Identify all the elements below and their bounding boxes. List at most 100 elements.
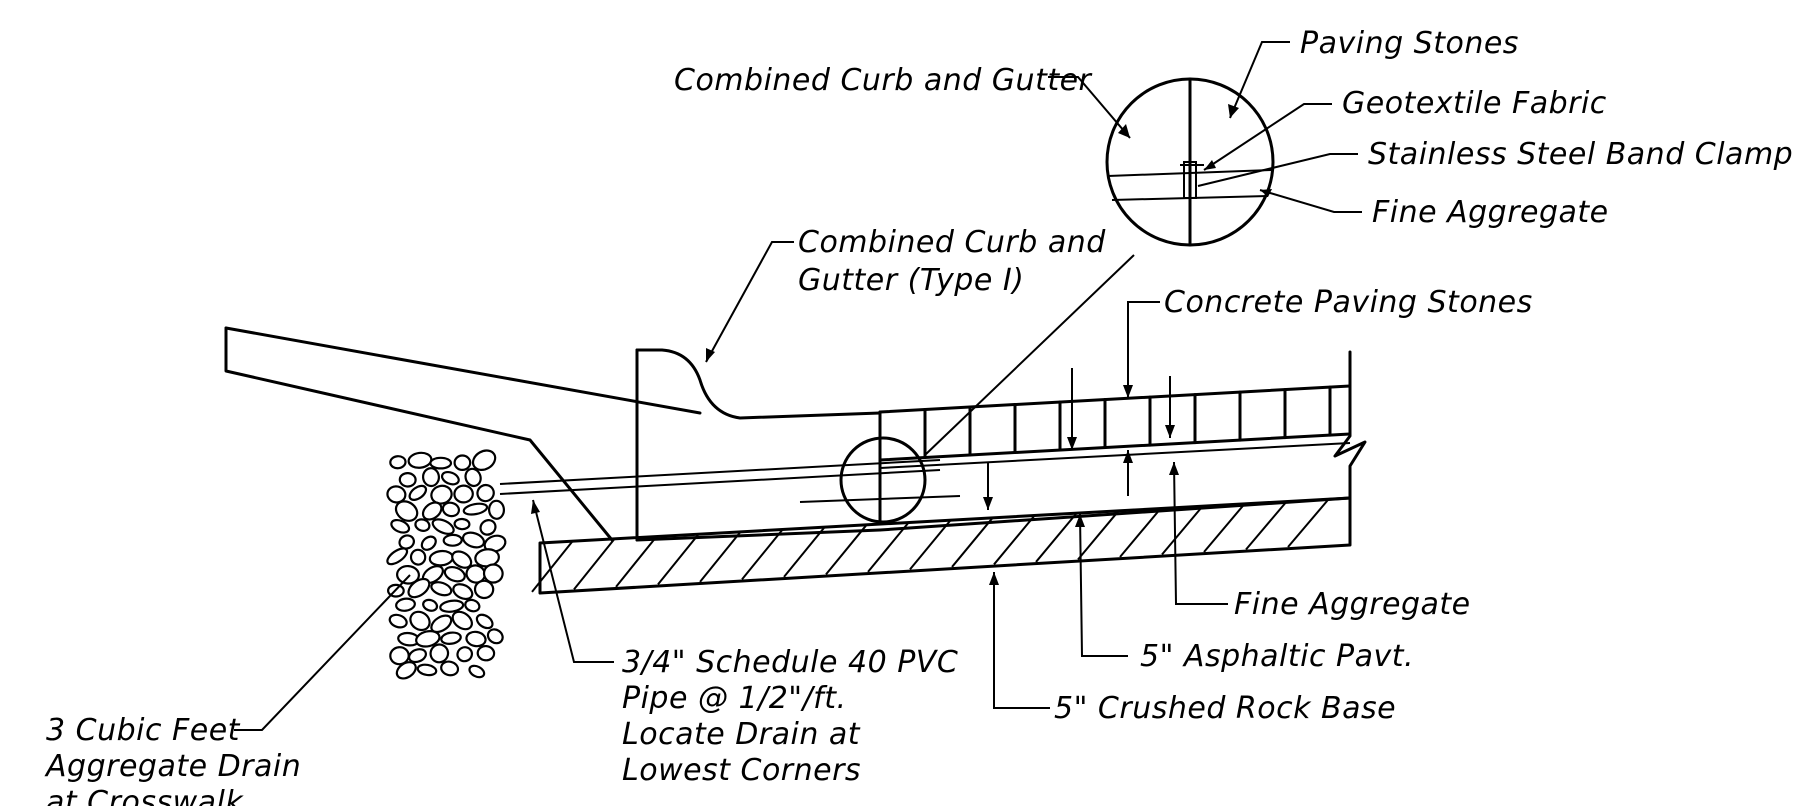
rock <box>483 534 507 553</box>
hatch-line <box>741 529 783 581</box>
hatch-line <box>699 531 741 583</box>
rock <box>388 613 408 629</box>
label-pvc-line2: Pipe @ 1/2"/ft. <box>622 681 847 716</box>
rock <box>394 500 419 522</box>
rock <box>415 630 441 648</box>
label-geotextile-fabric: Geotextile Fabric <box>1342 86 1607 121</box>
hatch-line <box>1203 503 1245 553</box>
rock <box>398 534 415 550</box>
rock <box>422 598 439 612</box>
hatch-line <box>1035 513 1077 563</box>
rock <box>453 517 471 531</box>
crushed-rock-base-slab <box>531 496 1352 595</box>
rock <box>482 563 504 584</box>
rock <box>439 599 465 613</box>
rock <box>453 454 472 472</box>
hatch-line <box>909 520 951 571</box>
hatch-line <box>825 524 867 576</box>
pipe-connection-callout-circle <box>839 436 927 524</box>
rock <box>431 518 455 535</box>
hatch-line <box>615 536 657 588</box>
aggregate-drain-rocks <box>386 449 507 680</box>
hatch-line <box>1119 508 1161 558</box>
pvc-drain-pipe <box>499 436 961 524</box>
hatch-line <box>951 517 993 568</box>
band-clamp-symbol <box>1183 161 1197 199</box>
rock <box>479 519 497 536</box>
label-drain-line1: 3 Cubic Feet <box>46 713 241 748</box>
rock <box>440 631 462 645</box>
rock <box>421 467 441 488</box>
leader-lines <box>234 41 1362 731</box>
rock <box>429 456 453 470</box>
curb-and-gutter-section <box>224 326 882 542</box>
hatch-line <box>1245 501 1287 551</box>
hatch-line <box>993 515 1035 566</box>
rock <box>464 467 482 488</box>
label-crushed-rock-base: 5" Crushed Rock Base <box>1054 691 1396 726</box>
label-drain-line3: at Crosswalk <box>46 785 244 806</box>
label-pvc-line1: 3/4" Schedule 40 PVC <box>622 645 958 680</box>
label-combined-curb-and-gutter: Combined Curb and Gutter <box>674 63 1093 98</box>
rock <box>407 648 428 664</box>
rock <box>416 663 438 677</box>
rock <box>461 531 486 549</box>
rock <box>452 583 474 601</box>
hatch-line <box>573 538 615 590</box>
label-pvc-line3: Locate Drain at <box>622 717 861 752</box>
rock <box>462 502 489 516</box>
rock <box>471 449 497 471</box>
label-curb-type-line2: Gutter (Type I) <box>798 263 1024 298</box>
rock <box>440 660 460 677</box>
label-stainless-steel-band-clamp: Stainless Steel Band Clamp <box>1368 137 1793 172</box>
label-drain-line2: Aggregate Drain <box>44 749 301 784</box>
detail-circle <box>1105 77 1275 247</box>
labels: Paving Stones Combined Curb and Gutter G… <box>44 26 1793 806</box>
hatch-line <box>531 541 573 593</box>
rock <box>386 547 409 566</box>
rock <box>486 628 504 645</box>
rock <box>390 518 411 534</box>
rock <box>430 484 453 505</box>
rock <box>475 613 494 630</box>
rock <box>476 483 495 503</box>
label-concrete-paving-stones: Concrete Paving Stones <box>1164 285 1533 320</box>
label-asphaltic-pavt: 5" Asphaltic Pavt. <box>1140 639 1414 674</box>
rock <box>456 646 474 663</box>
rock <box>395 661 417 680</box>
rock <box>451 550 473 569</box>
hatch-line <box>1077 510 1119 561</box>
label-fine-aggregate: Fine Aggregate <box>1234 587 1471 622</box>
rock <box>420 535 437 551</box>
hatch-line <box>1161 506 1203 556</box>
rock <box>443 565 466 583</box>
label-fine-aggregate-detail: Fine Aggregate <box>1372 195 1609 230</box>
rock <box>396 564 420 585</box>
label-curb-type-line1: Combined Curb and <box>798 225 1106 260</box>
rock <box>464 598 481 613</box>
hatch-line <box>657 534 699 585</box>
hatch-line <box>867 522 909 573</box>
rock <box>409 610 431 632</box>
rock <box>442 533 463 547</box>
rock <box>430 581 453 597</box>
label-paving-stones: Paving Stones <box>1300 26 1519 61</box>
label-pvc-line4: Lowest Corners <box>622 753 861 788</box>
rock <box>451 610 473 631</box>
rock <box>473 579 495 600</box>
pavement-layers <box>878 350 1367 532</box>
rock <box>465 630 487 648</box>
rock <box>407 577 431 599</box>
rock <box>468 664 486 679</box>
rock <box>395 597 416 612</box>
rock <box>386 485 407 504</box>
rock <box>430 614 453 634</box>
hatch-line <box>1287 499 1329 548</box>
rock <box>476 644 496 662</box>
rock <box>389 455 407 470</box>
rock <box>441 501 461 518</box>
rock <box>409 548 427 566</box>
hatch-line <box>783 527 825 578</box>
rock <box>407 451 433 469</box>
